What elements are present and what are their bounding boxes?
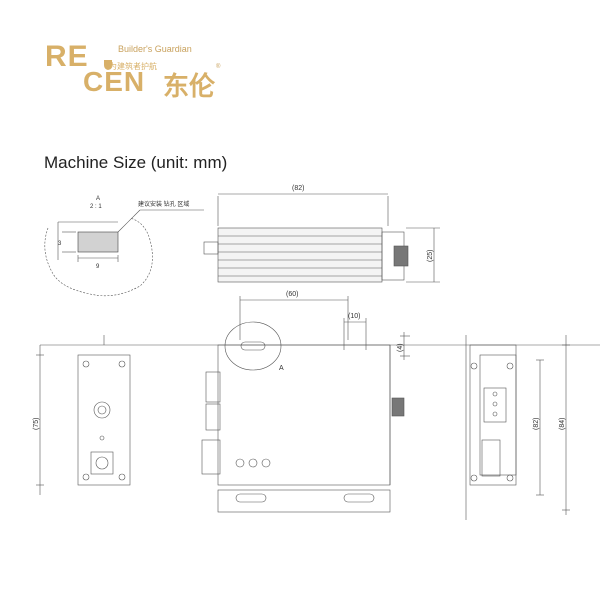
dim-left-height: (75) bbox=[33, 418, 40, 430]
dim-right-height-84: (84) bbox=[559, 418, 566, 430]
dim-width-60: (60) bbox=[286, 291, 298, 298]
dim-right-height-82: (82) bbox=[533, 418, 540, 430]
logo-re-text: RE bbox=[45, 40, 89, 73]
dim-width-10: (10) bbox=[348, 313, 360, 320]
detail-scale: 2 : 1 bbox=[90, 204, 102, 210]
dim-top-height: (25) bbox=[427, 250, 434, 262]
section-label-a: A bbox=[279, 365, 284, 372]
shield-icon bbox=[104, 60, 112, 70]
detail-label: A bbox=[96, 196, 100, 202]
dim-top-width: (82) bbox=[292, 185, 304, 192]
logo-tagline: Builder's Guardian bbox=[118, 44, 192, 54]
page-title: Machine Size (unit: mm) bbox=[44, 153, 228, 172]
detail-dim-height: 3 bbox=[58, 241, 62, 247]
logo-cn-text: 东伦 bbox=[163, 71, 216, 101]
logo-subtitle-cn: 为建筑者护航 bbox=[109, 62, 157, 71]
logo-registered-mark: ® bbox=[216, 64, 221, 70]
detail-note: 建议安装 钻孔 区域 bbox=[138, 200, 189, 208]
brand-logo: RE Builder's Guardian 为建筑者护航 CEN 东伦 ® bbox=[45, 38, 235, 101]
detail-dim-width: 9 bbox=[96, 264, 100, 270]
logo-cen-text: CEN bbox=[83, 66, 146, 97]
dim-height-4: (4) bbox=[397, 343, 404, 352]
